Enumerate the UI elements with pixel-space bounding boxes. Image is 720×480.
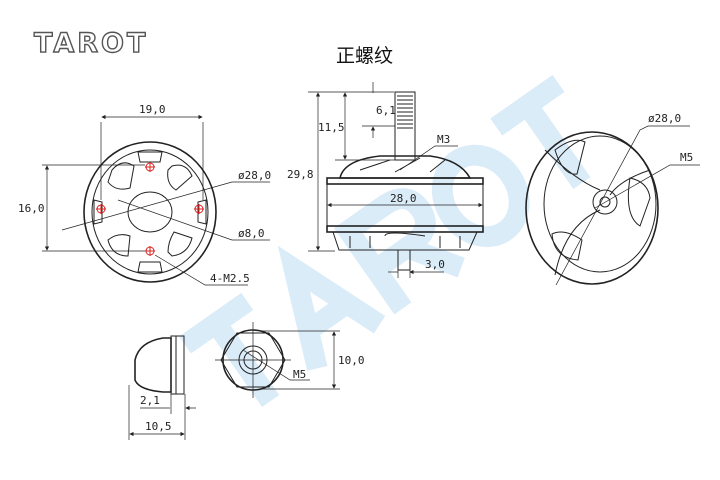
watermark-letter-o	[431, 144, 530, 248]
tarot-logo: TAROT	[34, 28, 148, 59]
nut-side-view	[128, 335, 196, 440]
nut-front-view	[215, 322, 340, 398]
top-diameter-dim: ø28,0	[648, 112, 681, 125]
page-title: 正螺纹	[336, 45, 393, 67]
total-height-dim: 29,8	[287, 168, 314, 181]
motor-side-view	[308, 82, 484, 278]
shaft-height-dim: 11,5	[318, 121, 345, 134]
bottom-diameter-dim: ø28,0	[238, 169, 271, 182]
bottom-center-dim: ø8,0	[238, 227, 265, 240]
nut-height-dim: 10,0	[338, 354, 365, 367]
watermark	[179, 74, 591, 408]
watermark-letter-t2	[490, 74, 591, 190]
nut-flange-dim: 2,1	[140, 394, 160, 407]
thread-length-dim: 6,1	[376, 104, 396, 117]
bottom-height-dim: 16,0	[18, 202, 45, 215]
screw-label: M3	[437, 133, 450, 146]
watermark-letter-a	[277, 245, 386, 371]
nut-thread-label: M5	[293, 368, 306, 381]
bottom-width-dim: 19,0	[139, 103, 166, 116]
body-width-dim: 28,0	[390, 192, 417, 205]
top-thread-label: M5	[680, 151, 693, 164]
mount-holes-label: 4-M2.5	[210, 272, 250, 285]
motor-top-view	[525, 125, 700, 286]
bottom-shaft-dim: 3,0	[425, 258, 445, 271]
nut-length-dim: 10,5	[145, 420, 172, 433]
motor-bottom-view	[42, 114, 270, 286]
